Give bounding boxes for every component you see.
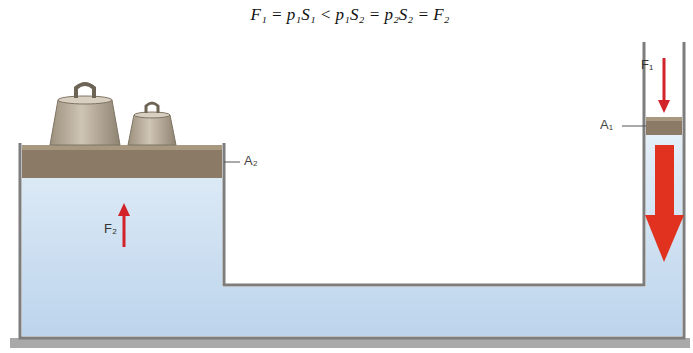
part-label: A₁ (600, 118, 613, 132)
leader-line (224, 162, 240, 163)
weight-top (134, 112, 170, 118)
force-arrow (663, 58, 666, 102)
force-label: F₁ (641, 58, 653, 72)
pressure-arrow-head (645, 215, 684, 262)
arrow-head (658, 100, 670, 113)
liquid (22, 135, 682, 336)
large-piston-top (22, 145, 222, 150)
pressure-arrow (655, 145, 674, 217)
large-piston (22, 145, 222, 178)
weight (128, 115, 176, 145)
weight-handle (146, 103, 158, 113)
formula: F₁ = p₁S₁ < p₁S₂ = p₂S₂ = F₂ (251, 6, 450, 25)
container-wall (20, 42, 684, 338)
weight (50, 100, 120, 145)
small-piston (646, 117, 682, 135)
leader-line (622, 126, 646, 127)
small-piston-top (646, 117, 682, 121)
arrow-head (118, 203, 130, 216)
force-label: F₂ (104, 222, 117, 236)
weight-top (58, 96, 112, 104)
weight-handle (76, 84, 94, 98)
part-label: A₂ (244, 154, 258, 168)
force-arrow (123, 214, 126, 247)
